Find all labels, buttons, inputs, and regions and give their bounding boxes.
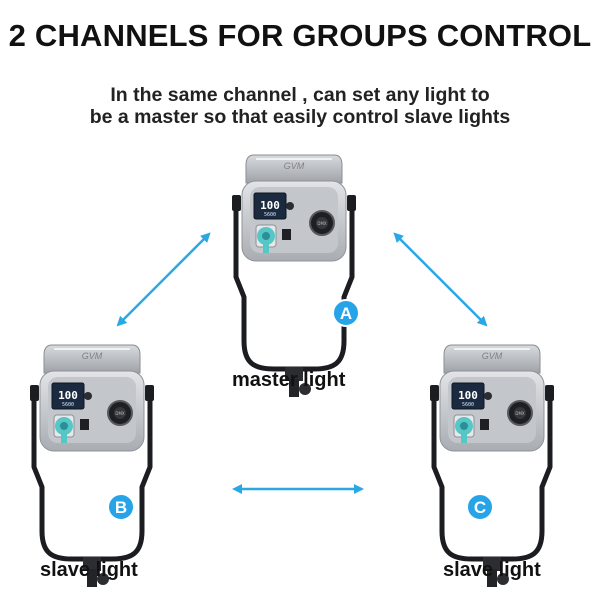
slave-light-c: [430, 345, 554, 587]
page-title: 2 CHANNELS FOR GROUPS CONTROL: [8, 18, 592, 53]
arrow-master-to-slave-c: [393, 232, 488, 327]
slave-light-b-label: slave light: [40, 559, 138, 581]
subtitle-line-2: be a master so that easily control slave…: [89, 106, 511, 128]
master-light-label: master light: [232, 369, 346, 391]
master-light: [232, 155, 356, 397]
svg-text:B: B: [115, 498, 127, 517]
svg-text:C: C: [474, 498, 486, 517]
subtitle-line-1: In the same channel , can set any light …: [110, 84, 490, 106]
slave-light-c-label: slave light: [443, 559, 541, 581]
slave-light-b: [30, 345, 154, 587]
badge-a: A: [332, 299, 360, 327]
badge-c: C: [466, 493, 494, 521]
badge-b: B: [107, 493, 135, 521]
arrow-master-to-slave-b: [116, 232, 211, 327]
svg-text:A: A: [340, 304, 352, 323]
